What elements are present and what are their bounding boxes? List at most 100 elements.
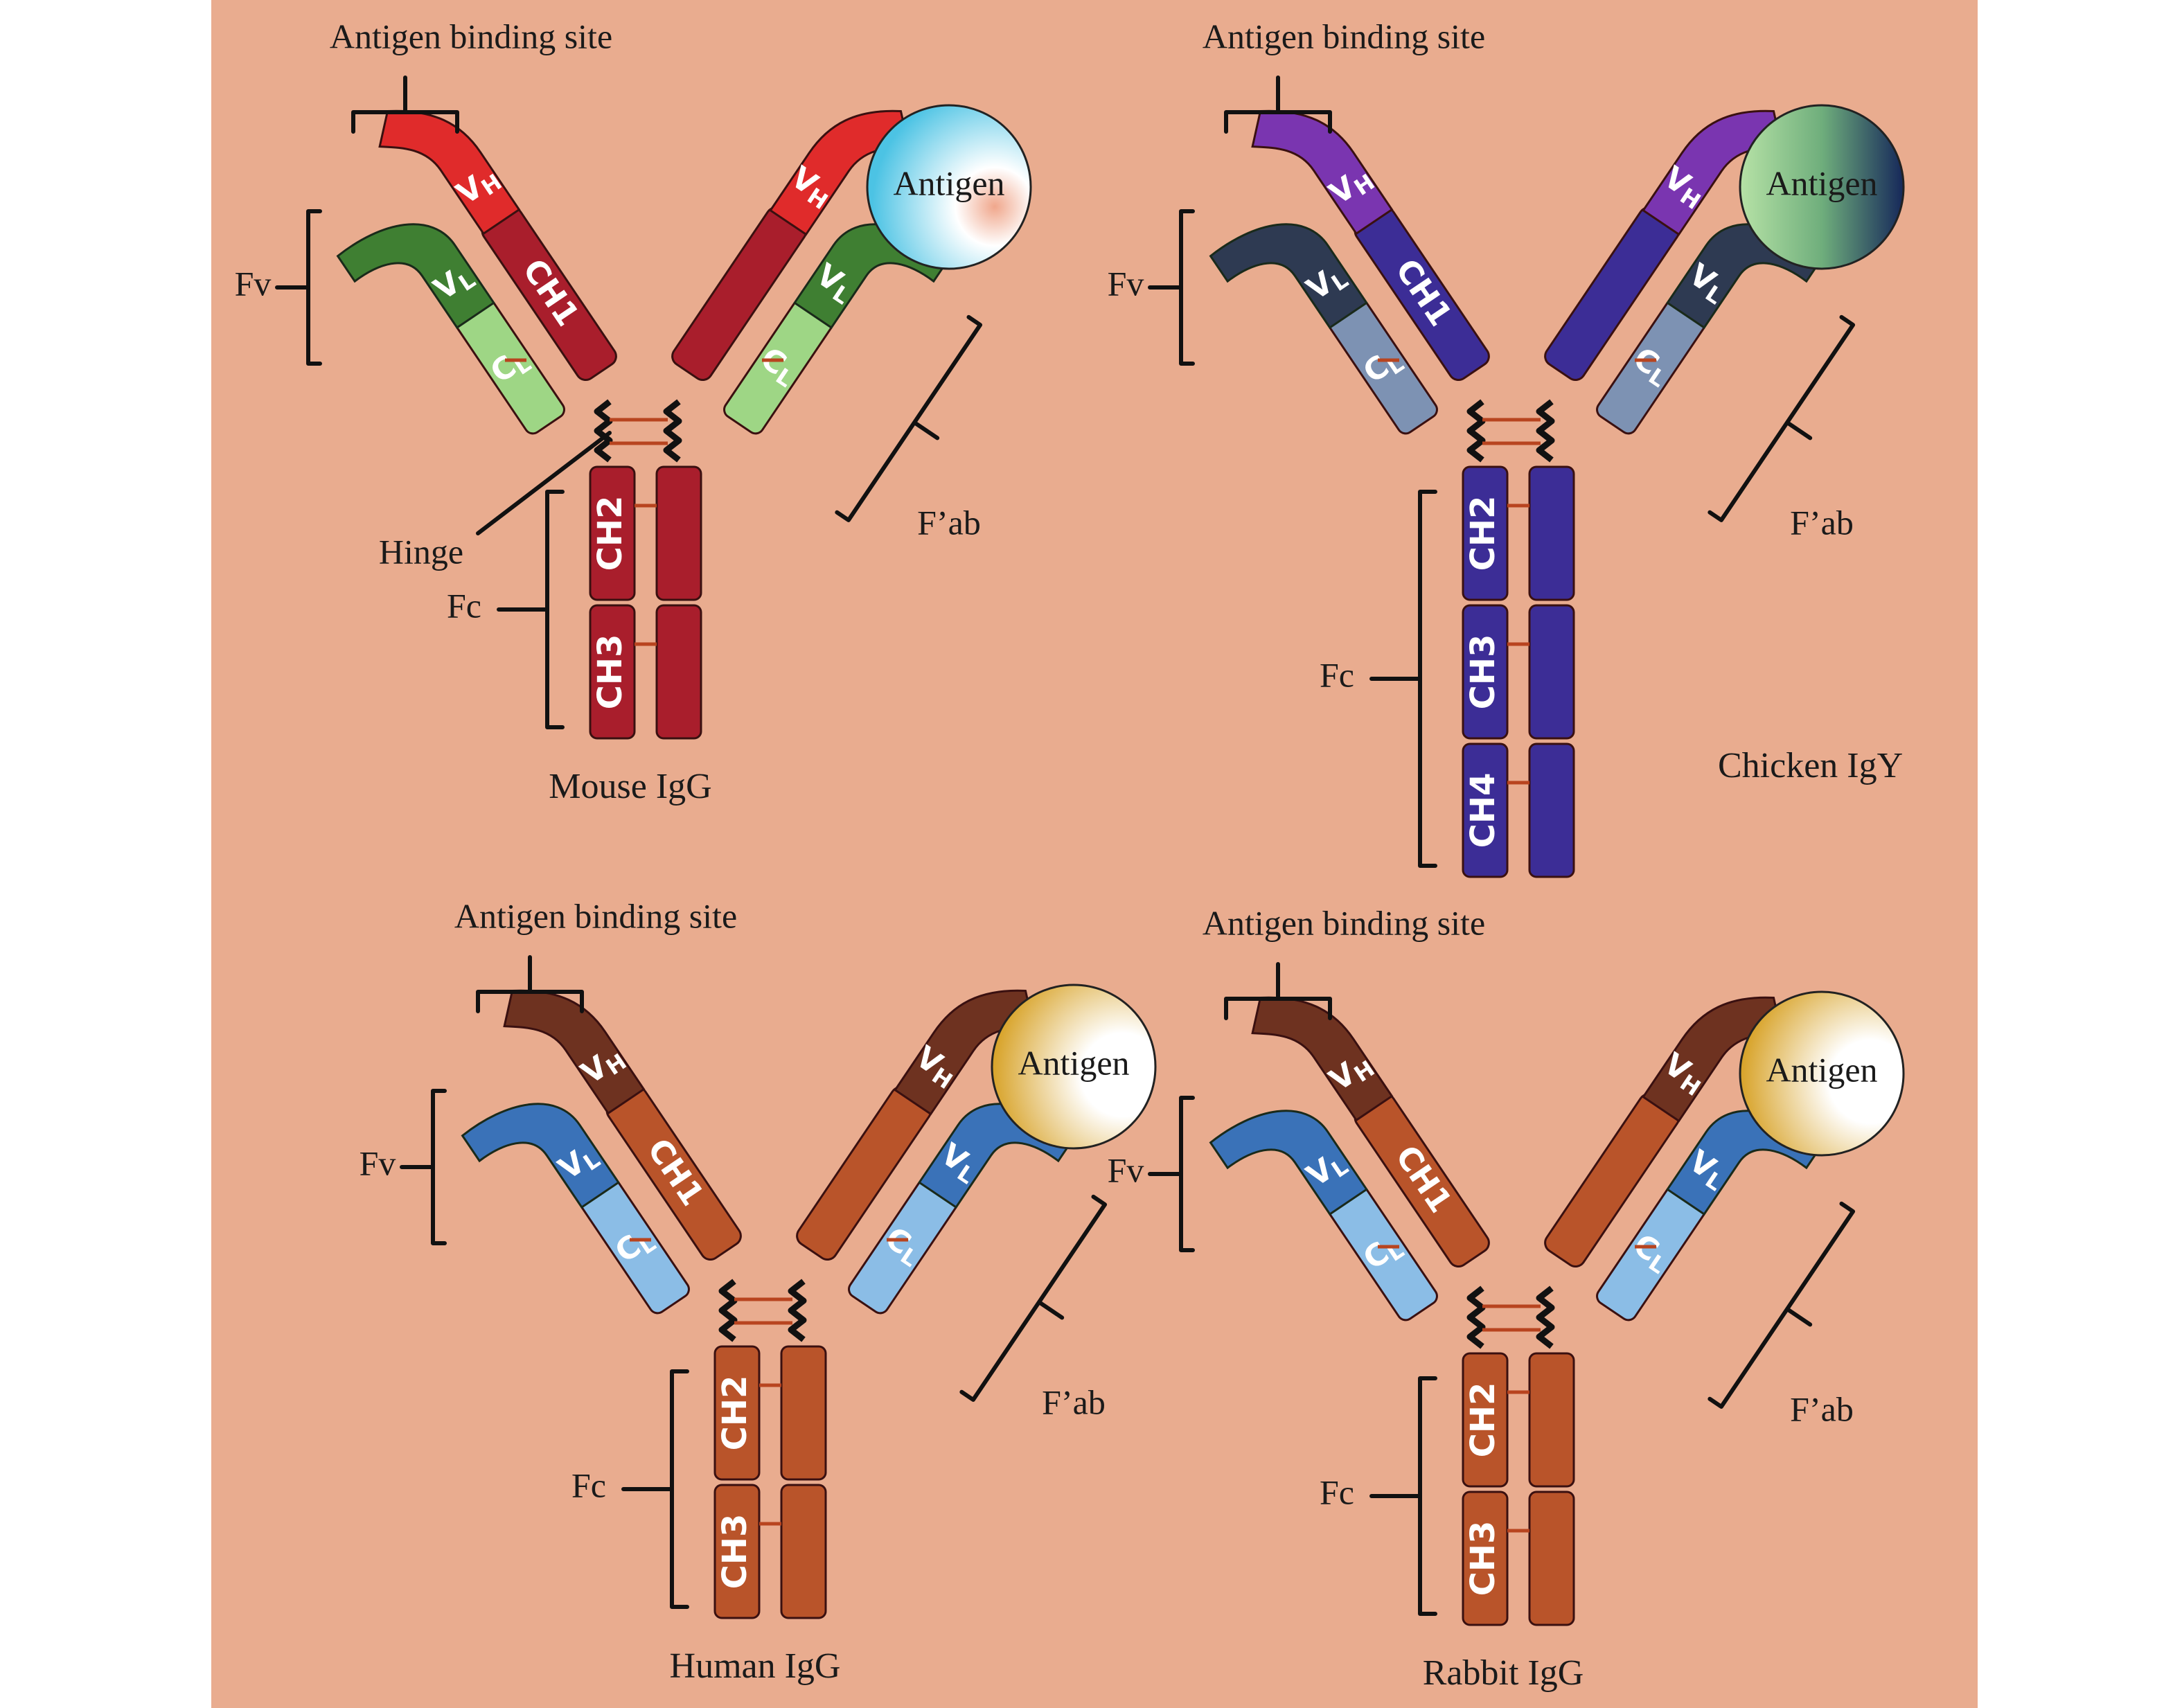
fab-label: F’ab [1790,503,1854,542]
left-vl [1209,1110,1368,1216]
domain-label-ch3: CH3 [1464,634,1502,710]
hinge-left [718,1279,738,1342]
fv-bracket [1148,1096,1195,1252]
binding-site-bracket [476,955,584,1013]
fv-label: Fv [1108,264,1144,303]
hinge-right [663,399,682,463]
domain-label-ch2: CH2 [591,496,630,571]
right-vh [1642,996,1783,1123]
binding-site-label: Antigen binding site [454,896,737,935]
heavy-chain-left-ch3 [713,1484,761,1619]
heavy-chain-left-ch4 [1462,742,1509,878]
fab-bracket-group [835,314,983,522]
antigen-circle [866,104,1032,270]
hinge-left [594,399,613,463]
heavy-chain-left-ch3 [589,604,636,740]
fc-bracket [621,1369,689,1609]
hinge-left [1466,1286,1486,1349]
fab-bracket-group [959,1194,1108,1402]
heavy-chain-left-ch2 [589,465,636,601]
antigen-label: Antigen [1766,1050,1877,1089]
fab-bracket [1708,1201,1856,1409]
left-vl [1209,223,1368,330]
fab-bracket [959,1194,1108,1402]
domain-ch3-text: CH3 [716,1514,754,1590]
domain-ch2-text: CH2 [1464,496,1502,571]
antigen-circle [1739,990,1905,1157]
heavy-chain-right-ch3 [780,1484,827,1619]
domain-ch3-text: CH3 [591,634,630,710]
fab-bracket-group [1708,1201,1856,1409]
hinge-right [788,1279,807,1342]
fv-label: Fv [360,1144,396,1182]
left-vl [336,223,495,330]
heavy-chain-right-ch2 [655,465,702,601]
heavy-chain-right-ch3 [655,604,702,740]
heavy-chain-right-ch4 [1528,742,1575,878]
domain-label-ch3: CH3 [716,1514,754,1590]
domain-label-ch4: CH4 [1464,773,1502,848]
hinge-right [1536,399,1555,463]
antigen-label: Antigen [893,163,1004,202]
fab-label: F’ab [1790,1389,1854,1428]
panel-title: Mouse IgG [549,767,711,806]
heavy-chain-right-ch2 [1528,465,1575,601]
heavy-chain-left-ch2 [713,1345,761,1481]
panel-title: Chicken IgY [1718,746,1903,785]
antigen-circle [991,984,1157,1150]
fc-label: Fc [447,586,481,625]
fab-label: F’ab [1042,1382,1106,1421]
heavy-chain-left-ch3 [1462,1491,1509,1626]
domain-label-ch3: CH3 [591,634,630,710]
antigen-circle [1739,104,1905,270]
fc-bracket [1369,490,1437,868]
antigen-label: Antigen [1018,1043,1129,1082]
fc-label: Fc [1320,655,1354,694]
fab-bracket-group [1708,314,1856,522]
heavy-chain-left-ch2 [1462,1352,1509,1488]
binding-site-label: Antigen binding site [1203,17,1485,55]
antigen-label: Antigen [1766,163,1877,202]
heavy-chain-right-ch2 [780,1345,827,1481]
fv-label: Fv [235,264,272,303]
hinge-left [1466,399,1486,463]
binding-site-label: Antigen binding site [1203,903,1485,942]
right-vh [769,109,910,236]
heavy-chain-left-ch2 [1462,465,1509,601]
hinge-label: Hinge [379,532,463,571]
fab-bracket [835,314,983,522]
heavy-chain-left-ch3 [1462,604,1509,740]
fv-bracket [275,209,322,366]
heavy-chain-right-ch2 [1528,1352,1575,1488]
fc-label: Fc [571,1466,606,1504]
domain-ch2-text: CH2 [716,1376,754,1451]
heavy-chain-right-ch3 [1528,604,1575,740]
left-vl [461,1103,620,1209]
fab-bracket [1708,314,1856,522]
fv-bracket [400,1089,447,1245]
domain-ch4-text: CH4 [1464,773,1502,848]
fc-bracket [497,490,565,729]
fab-label: F’ab [917,503,981,542]
binding-site-bracket [351,75,459,134]
panel-title: Rabbit IgG [1423,1653,1584,1693]
binding-site-bracket [1224,962,1332,1020]
fv-bracket [1148,209,1195,366]
hinge-right [1536,1286,1555,1349]
domain-ch3-text: CH3 [1464,1521,1502,1596]
domain-label-ch2: CH2 [1464,496,1502,571]
domain-ch2-text: CH2 [591,496,630,571]
right-vh [1642,109,1783,236]
domain-ch2-text: CH2 [1464,1382,1502,1458]
